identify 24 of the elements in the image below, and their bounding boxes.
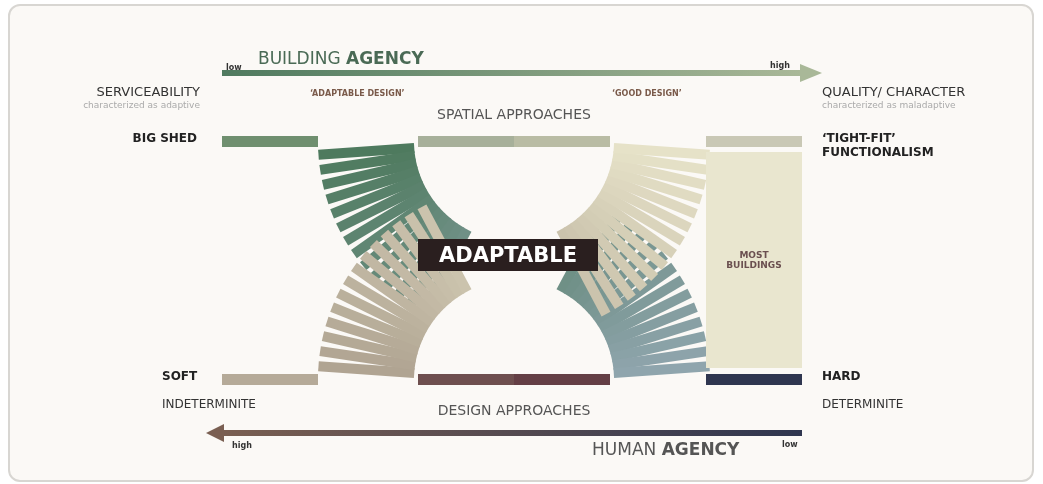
scale-label: low — [782, 440, 798, 450]
scale-label: low — [226, 63, 242, 73]
scale-label: high — [232, 441, 252, 451]
type-label: ‘TIGHT-FIT’ FUNCTIONALISM — [822, 132, 935, 160]
title-label: ADAPTABLE — [439, 243, 577, 267]
section-label: DESIGN APPROACHES — [437, 402, 591, 419]
approach-label: ‘ADAPTABLE DESIGN’ — [310, 89, 405, 99]
axis-title: HUMAN AGENCY — [592, 440, 740, 460]
scale-label: high — [770, 61, 790, 71]
type-label: INDETERMINITE — [162, 398, 256, 412]
type-label: SOFT — [162, 370, 198, 384]
type-label: BIG SHED — [132, 132, 197, 146]
category-subtitle: characterized as maladaptive — [822, 100, 956, 111]
band-label: MOST BUILDINGS — [725, 250, 783, 270]
type-label: HARD — [822, 370, 861, 384]
title-box — [418, 239, 598, 271]
category-subtitle: characterized as adaptive — [83, 100, 200, 111]
category-label: QUALITY/ CHARACTER — [822, 85, 966, 100]
axis-title: BUILDING AGENCY — [258, 49, 424, 69]
category-band — [706, 152, 802, 368]
type-label: DETERMINITE — [822, 398, 904, 412]
section-label: SPATIAL APPROACHES — [437, 106, 591, 123]
category-label: SERVICEABILITY — [96, 85, 200, 100]
approach-label: ‘GOOD DESIGN’ — [612, 89, 682, 99]
